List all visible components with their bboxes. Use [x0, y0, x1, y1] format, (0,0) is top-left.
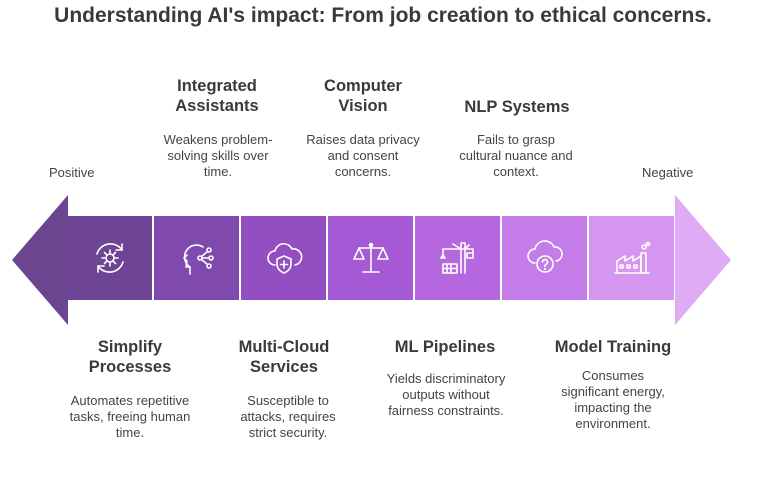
segment-computer-vision — [328, 216, 413, 300]
cloud-shield-icon — [266, 243, 302, 274]
heading-integrated-assistants: Integrated Assistants — [175, 77, 259, 115]
factory-icon — [613, 241, 650, 274]
segment-simplify-processes — [67, 216, 152, 300]
gear-refresh-icon — [95, 243, 124, 273]
segment-multi-cloud-services — [241, 216, 326, 300]
positive-label: Positive — [49, 165, 95, 180]
desc-computer-vision: Raises data privacy and consent concerns… — [306, 132, 420, 179]
segment-ml-pipelines — [415, 216, 500, 300]
desc-model-training: Consumes significant energy, impacting t… — [561, 368, 665, 431]
heading-computer-vision: Computer Vision — [324, 77, 402, 115]
segment-integrated-assistants — [154, 216, 239, 300]
heading-ml-pipelines: ML Pipelines — [394, 338, 496, 356]
left-arrow-head — [12, 195, 68, 325]
right-arrow-head — [675, 195, 731, 325]
heading-simplify-processes: Simplify Processes — [88, 338, 172, 376]
cloud-question-icon — [526, 240, 563, 273]
segment-nlp-systems — [502, 216, 587, 300]
desc-ml-pipelines: Yields discriminatory outputs without fa… — [386, 371, 506, 418]
desc-integrated-assistants: Weakens problem- solving skills over tim… — [163, 132, 273, 179]
balance-scale-icon — [352, 242, 389, 273]
desc-nlp-systems: Fails to grasp cultural nuance and conte… — [459, 132, 573, 179]
desc-multi-cloud-services: Susceptible to attacks, requires strict … — [240, 393, 336, 440]
heading-nlp-systems: NLP Systems — [464, 98, 570, 116]
desc-simplify-processes: Automates repetitive tasks, freeing huma… — [69, 393, 191, 440]
crane-icon — [439, 242, 474, 274]
segment-model-training — [589, 216, 674, 300]
heading-multi-cloud-services: Multi-Cloud Services — [238, 338, 330, 376]
negative-label: Negative — [642, 165, 694, 180]
page-title: Understanding AI's impact: From job crea… — [54, 4, 712, 27]
head-network-icon — [182, 244, 214, 275]
heading-model-training: Model Training — [554, 338, 672, 356]
